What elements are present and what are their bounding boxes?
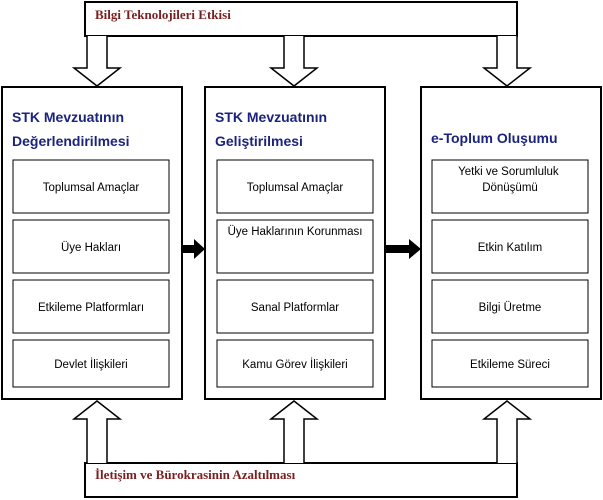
column-2-item-3-box	[216, 279, 374, 334]
column-2-item-4-line-1: Kamu Görev İlişkileri	[242, 358, 347, 371]
column-3: e-Toplum Oluşumu Yetki ve Sorumluluk Dön…	[420, 86, 602, 400]
column-3-item-3-line-1: Bilgi Üretme	[479, 302, 542, 314]
bottom-arrow-3	[481, 400, 533, 463]
column-3-item-3-box	[431, 279, 589, 334]
column-1-item-1-box	[12, 159, 170, 214]
top-banner-box	[84, 1, 518, 37]
column-3-item-1: Yetki ve Sorumluluk Dönüşümü	[458, 166, 562, 194]
column-1-item-3-box	[12, 279, 170, 334]
column-2-item-4-box	[216, 339, 374, 388]
column-3-title-line-1: e-Toplum Oluşumu	[431, 130, 558, 146]
column-1-item-2: Üye Hakları	[61, 242, 121, 254]
column-1-item-3: Etkileme Platformları	[38, 302, 144, 314]
column-1-item-4-box	[12, 339, 170, 388]
column-2-title-line-2: Geliştirilmesi	[215, 133, 303, 149]
column-2-title-line-1: STK Mevzuatının	[215, 109, 327, 125]
column-1-item-4: Devlet İlişkileri	[54, 358, 128, 371]
column-2-item-1: Toplumsal Amaçlar	[247, 182, 344, 194]
top-arrow-3	[481, 36, 533, 87]
top-banner-label: Bilgi Teknolojileri Etkisi	[95, 7, 231, 22]
column-3-item-4: Etkileme Süreci	[470, 359, 550, 371]
top-arrow-2	[268, 36, 320, 87]
column-2-item-2-line-1: Üye Haklarının Korunması	[228, 226, 363, 238]
column-1-item-2-box	[12, 219, 170, 274]
column-2-item-4: Kamu Görev İlişkileri	[242, 358, 347, 371]
column-3-item-3: Bilgi Üretme	[479, 302, 542, 314]
column-1-item-3-line-1: Etkileme Platformları	[38, 302, 144, 314]
arrow-column-1-to-2	[182, 239, 205, 259]
column-1-item-1: Toplumsal Amaçlar	[43, 182, 140, 194]
column-2-item-2-box	[216, 219, 374, 274]
column-2: STK Mevzuatının Geliştirilmesi Toplumsal…	[204, 86, 386, 400]
bottom-banner-box	[84, 462, 518, 498]
column-2-item-3: Sanal Platformlar	[251, 302, 339, 314]
column-2-item-3-line-1: Sanal Platformlar	[251, 302, 339, 314]
arrow-column-2-to-3	[385, 239, 421, 259]
column-1-item-1-line-1: Toplumsal Amaçlar	[43, 182, 140, 194]
column-3-item-1-line-1: Yetki ve Sorumluluk	[458, 166, 559, 178]
column-3-item-4-box	[431, 339, 589, 388]
column-1-title-line-2: Değerlendirilmesi	[12, 133, 130, 149]
top-arrow-1	[71, 36, 123, 87]
column-2-item-2: Üye Haklarının Korunması	[228, 226, 363, 238]
column-1-item-4-line-1: Devlet İlişkileri	[54, 358, 128, 371]
bottom-banner: İletişim ve Bürokrasinin Azaltılması	[84, 462, 518, 498]
bottom-banner-label: İletişim ve Bürokrasinin Azaltılması	[95, 467, 296, 482]
column-2-title: STK Mevzuatının Geliştirilmesi	[215, 109, 331, 149]
column-2-item-1-box	[216, 159, 374, 214]
top-banner: Bilgi Teknolojileri Etkisi	[84, 1, 518, 37]
bottom-arrow-2	[268, 400, 320, 463]
column-3-item-1-line-2: Dönüşümü	[482, 182, 538, 194]
column-3-item-2: Etkin Katılım	[478, 242, 543, 254]
column-1-title: STK Mevzuatının Değerlendirilmesi	[12, 109, 130, 149]
column-3-item-1-box	[431, 159, 589, 214]
column-1: STK Mevzuatının Değerlendirilmesi Toplum…	[1, 86, 183, 400]
column-3-item-4-line-1: Etkileme Süreci	[470, 359, 550, 371]
column-1-title-line-1: STK Mevzuatının	[12, 109, 124, 125]
column-2-item-1-line-1: Toplumsal Amaçlar	[247, 182, 344, 194]
column-3-title: e-Toplum Oluşumu	[431, 130, 558, 146]
column-3-item-2-box	[431, 219, 589, 274]
column-3-item-2-line-1: Etkin Katılım	[478, 242, 543, 254]
bottom-arrow-1	[71, 400, 123, 463]
column-1-item-2-line-1: Üye Hakları	[61, 242, 121, 254]
